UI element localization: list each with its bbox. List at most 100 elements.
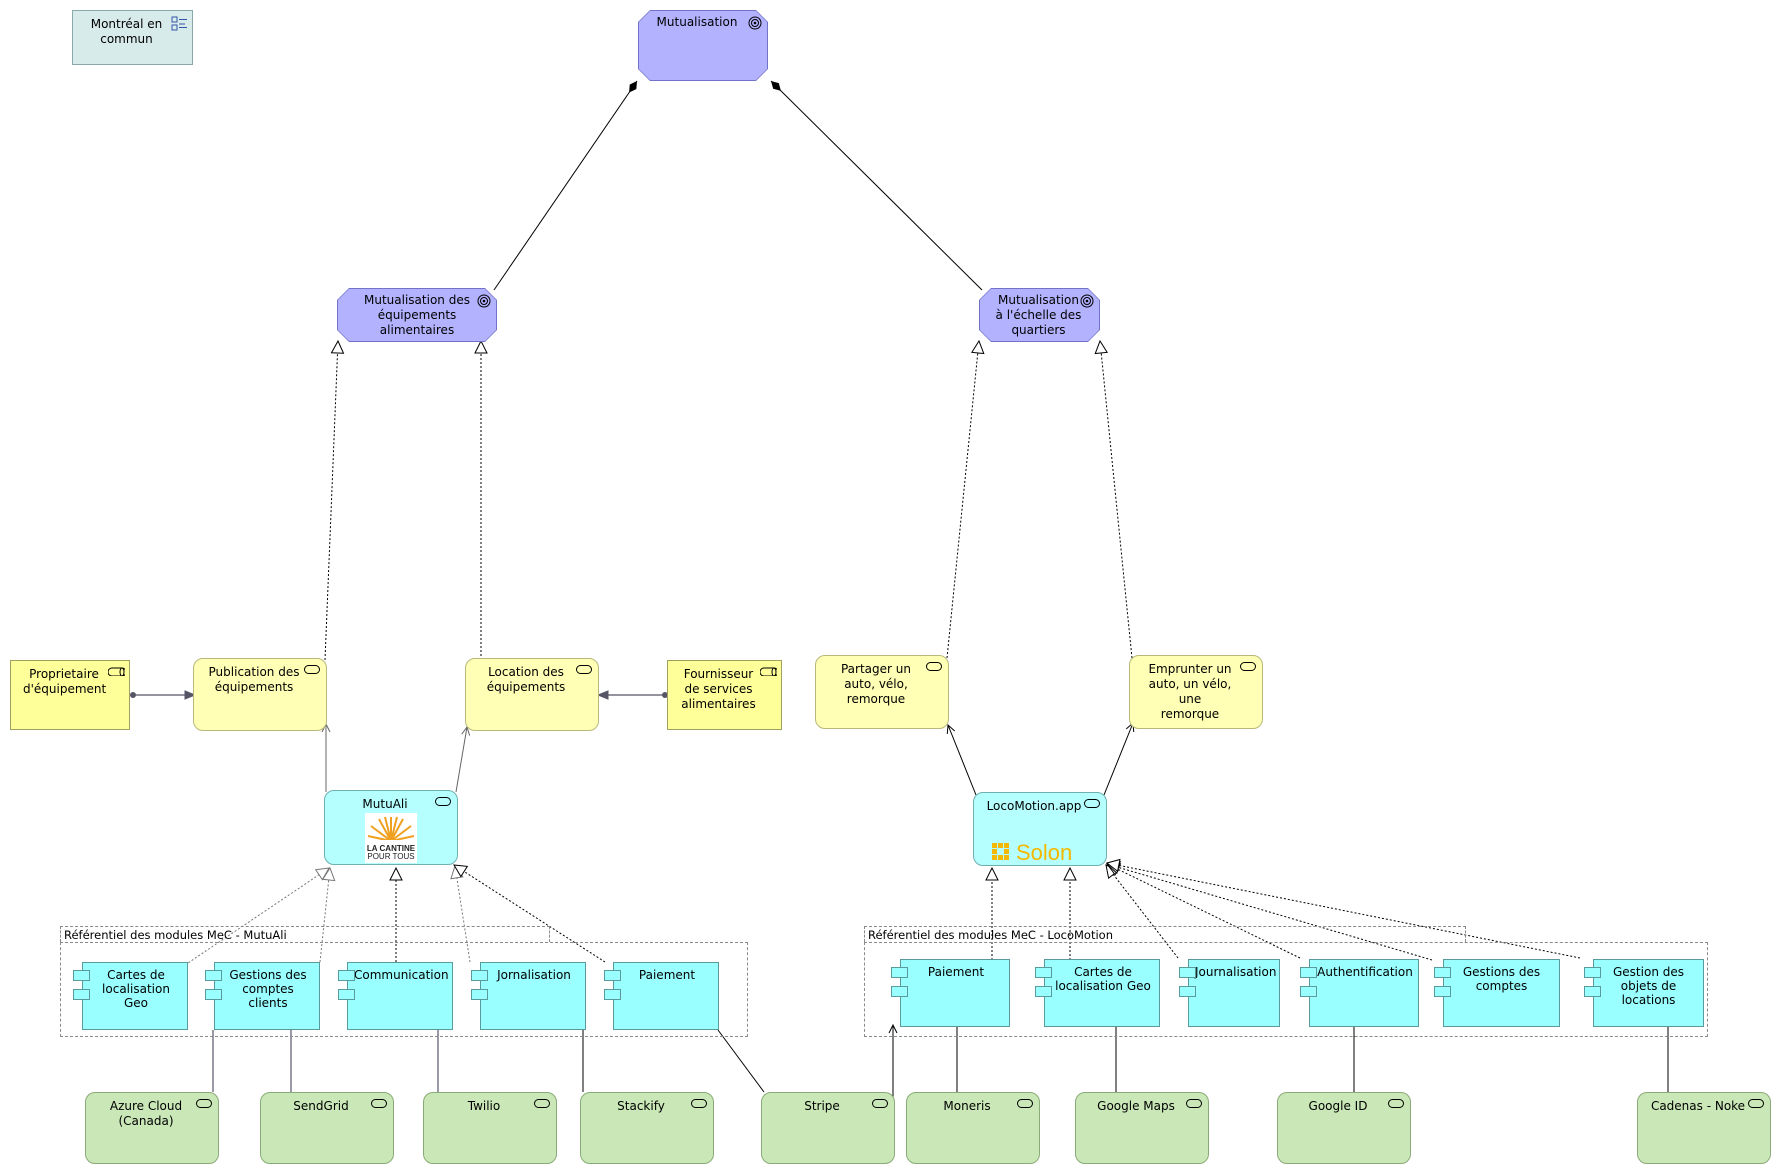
tech-service-sendgrid[interactable]: SendGrid (260, 1092, 394, 1164)
component-icon (604, 989, 621, 1000)
role-label: Fournisseur de services alimentaires (681, 667, 756, 711)
role-label: Proprietaire d'équipement (23, 667, 107, 696)
service-icon (926, 662, 942, 671)
component-label: Journalisation (1195, 965, 1277, 979)
service-icon (1186, 1099, 1202, 1108)
service-partager[interactable]: Partager un auto, vélo, remorque (815, 655, 949, 729)
service-emprunter[interactable]: Emprunter un auto, un vélo, une remorque (1129, 655, 1263, 729)
logo-text: LA CANTINE (367, 844, 416, 853)
component-paiement[interactable]: Paiement (900, 959, 1010, 1027)
goal-icon (1080, 294, 1094, 308)
component-icon (205, 970, 222, 981)
component-cartes-geo[interactable]: Cartes de localisation Geo (1044, 959, 1160, 1027)
service-icon (1240, 662, 1256, 671)
role-fournisseur[interactable]: Fournisseur de services alimentaires (667, 660, 782, 730)
serving-line (1103, 723, 1133, 796)
component-icon (1434, 986, 1451, 997)
component-icon (1584, 967, 1601, 978)
tech-service-stripe[interactable]: Stripe (761, 1092, 895, 1164)
tech-service-cadenas-noke[interactable]: Cadenas - Noke (1637, 1092, 1771, 1164)
component-cartes-geo[interactable]: Cartes de localisation Geo (82, 962, 188, 1030)
tech-service-twilio[interactable]: Twilio (423, 1092, 557, 1164)
component-label: Paiement (927, 965, 985, 979)
component-journalisation[interactable]: Journalisation (1188, 959, 1280, 1027)
component-label: Cartes de localisation Geo (102, 968, 170, 1010)
tech-service-azure[interactable]: Azure Cloud (Canada) (85, 1092, 219, 1164)
component-paiement[interactable]: Paiement (613, 962, 719, 1030)
composition-line-left (493, 80, 638, 291)
component-icon (891, 967, 908, 978)
composition-line-right (770, 80, 983, 291)
tech-service-label: Google Maps (1097, 1099, 1175, 1113)
app-service-label: LocoMotion.app (986, 799, 1082, 813)
goal-mutualisation[interactable]: Mutualisation (638, 10, 768, 81)
service-icon (576, 665, 592, 674)
service-icon (1748, 1099, 1764, 1108)
goal-label: Mutualisation des équipements alimentair… (364, 293, 470, 337)
component-icon (1179, 986, 1196, 997)
component-gestions-comptes[interactable]: Gestions des comptes (1443, 959, 1560, 1027)
realization-line (1100, 341, 1133, 659)
realization-line (184, 868, 329, 966)
realization-line (1107, 864, 1433, 961)
tech-service-label: Azure Cloud (Canada) (109, 1099, 183, 1128)
component-icon (205, 989, 222, 1000)
service-icon (435, 797, 451, 806)
goal-mutualisation-quartiers[interactable]: Mutualisation à l'échelle des quartiers (979, 288, 1100, 342)
tech-service-label: SendGrid (293, 1099, 349, 1113)
realization-line (455, 866, 471, 963)
tech-service-google-id[interactable]: Google ID (1277, 1092, 1411, 1164)
component-gestion-objets-locations[interactable]: Gestion des objets de locations (1593, 959, 1704, 1027)
component-icon (1035, 967, 1052, 978)
component-label: Gestion des objets de locations (1613, 965, 1684, 1007)
serving-line (455, 727, 467, 793)
component-icon (1300, 986, 1317, 997)
service-publication[interactable]: Publication des équipements (193, 658, 327, 731)
component-gestions-comptes-clients[interactable]: Gestions des comptes clients (214, 962, 320, 1030)
role-proprietaire[interactable]: Proprietaire d'équipement (10, 660, 130, 730)
note-montreal[interactable]: Montréal en commun (72, 10, 193, 65)
role-icon (760, 667, 777, 676)
service-icon (1084, 799, 1100, 808)
component-label: Cartes de localisation Geo (1055, 965, 1151, 993)
service-icon (691, 1099, 707, 1108)
tech-service-label: Cadenas - Noke (1650, 1099, 1746, 1113)
group-locomotion[interactable] (864, 942, 1708, 1037)
component-label: Paiement (638, 968, 696, 982)
note-label: Montréal en commun (90, 17, 163, 46)
solon-logo: Solon (992, 840, 1072, 865)
component-icon (73, 989, 90, 1000)
service-label: Location des équipements (486, 665, 566, 694)
component-communication[interactable]: Communication (347, 962, 453, 1030)
goal-icon (477, 294, 491, 308)
component-authentification[interactable]: Authentification (1309, 959, 1419, 1027)
goal-mutualisation-equipements[interactable]: Mutualisation des équipements alimentair… (337, 288, 497, 342)
service-icon (534, 1099, 550, 1108)
component-jornalisation[interactable]: Jornalisation (480, 962, 586, 1030)
component-icon (1584, 986, 1601, 997)
realization-line (324, 341, 338, 661)
group-mutuali[interactable] (60, 942, 748, 1037)
service-icon (196, 1099, 212, 1108)
app-service-label: MutuAli (362, 797, 408, 811)
service-location[interactable]: Location des équipements (465, 658, 599, 731)
goal-icon (748, 16, 762, 30)
component-icon (604, 970, 621, 981)
component-icon (471, 970, 488, 981)
app-service-locomotion[interactable]: LocoMotion.app Solon (973, 792, 1107, 866)
component-icon (73, 970, 90, 981)
group-label-mutuali: Référentiel des modules MeC - MutuAli (60, 926, 550, 942)
la-cantine-logo: LA CANTINE POUR TOUS (365, 813, 417, 863)
serving-line (948, 725, 977, 796)
tech-service-stackify[interactable]: Stackify (580, 1092, 714, 1164)
component-label: Jornalisation (497, 968, 571, 982)
component-icon (471, 989, 488, 1000)
tech-service-label: Twilio (467, 1099, 501, 1113)
tech-service-google-maps[interactable]: Google Maps (1075, 1092, 1209, 1164)
tech-service-moneris[interactable]: Moneris (906, 1092, 1040, 1164)
app-service-mutuali[interactable]: MutuAli LA CANTINE POUR TOUS (324, 790, 458, 865)
goal-label: Mutualisation à l'échelle des quartiers (995, 293, 1082, 337)
role-icon (108, 667, 125, 676)
realization-line (946, 341, 979, 659)
